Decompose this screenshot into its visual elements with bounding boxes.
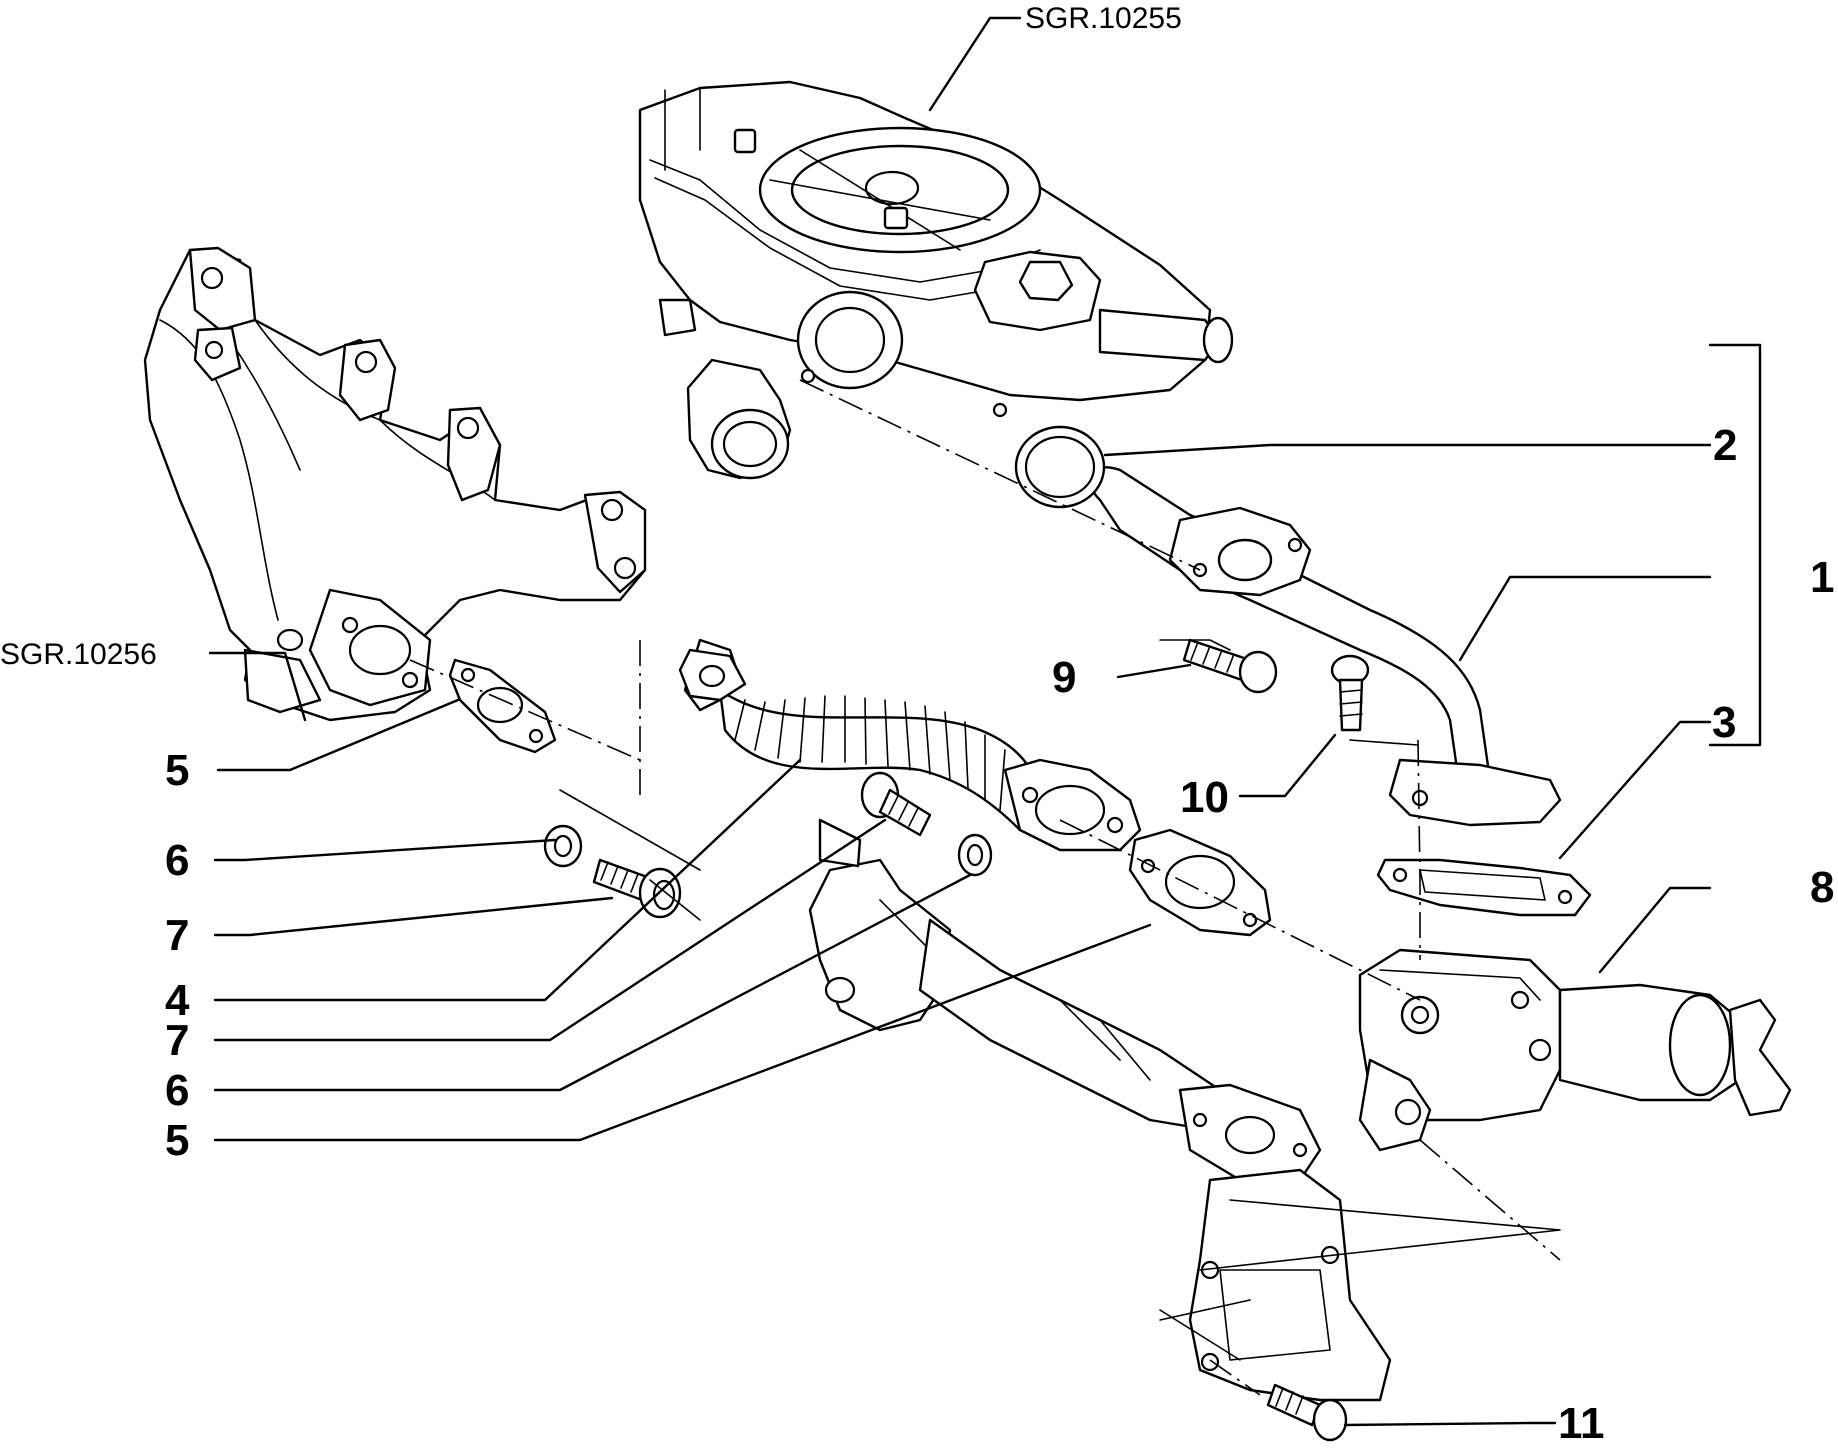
seal-ring	[1014, 425, 1106, 509]
washer-center	[957, 833, 993, 877]
intake-manifold	[638, 80, 1234, 480]
bolt-9	[1182, 638, 1278, 694]
egr-valve	[1358, 948, 1792, 1152]
callout-7-lower: 7	[165, 1016, 189, 1065]
assembly-axes	[409, 379, 1561, 1396]
callout-4: 4	[165, 976, 190, 1025]
callout-2: 2	[1713, 421, 1737, 470]
callout-10: 10	[1180, 773, 1229, 822]
bolt-11	[1266, 1383, 1348, 1442]
callout-3: 3	[1712, 698, 1736, 747]
lower-pipe	[918, 918, 1322, 1182]
leader-lines	[208, 16, 1762, 1427]
callout-5-lower: 5	[165, 1116, 189, 1165]
callout-9: 9	[1052, 653, 1076, 702]
gasket-center	[1128, 828, 1272, 937]
washer-left	[543, 824, 583, 868]
gasket-left	[448, 658, 557, 754]
mounting-bracket	[1188, 1168, 1392, 1402]
ref-label-top: SGR.10255	[1025, 2, 1182, 35]
callout-1: 1	[1810, 553, 1834, 602]
corrugated-pipe	[678, 638, 1142, 852]
bolt-left	[592, 858, 682, 919]
callout-6-lower: 6	[165, 1066, 189, 1115]
callout-7-upper: 7	[165, 911, 189, 960]
gasket-3	[1376, 858, 1592, 917]
callout-8: 8	[1810, 863, 1834, 912]
callout-6-upper: 6	[165, 836, 189, 885]
bolt-10	[1330, 654, 1370, 732]
bolt-center	[860, 771, 932, 837]
exhaust-manifold	[143, 246, 647, 722]
egr-pipe	[1088, 466, 1562, 827]
callout-11: 11	[1558, 1399, 1605, 1448]
callout-5-upper: 5	[165, 746, 189, 795]
ref-label-left: SGR.10256	[0, 638, 157, 671]
